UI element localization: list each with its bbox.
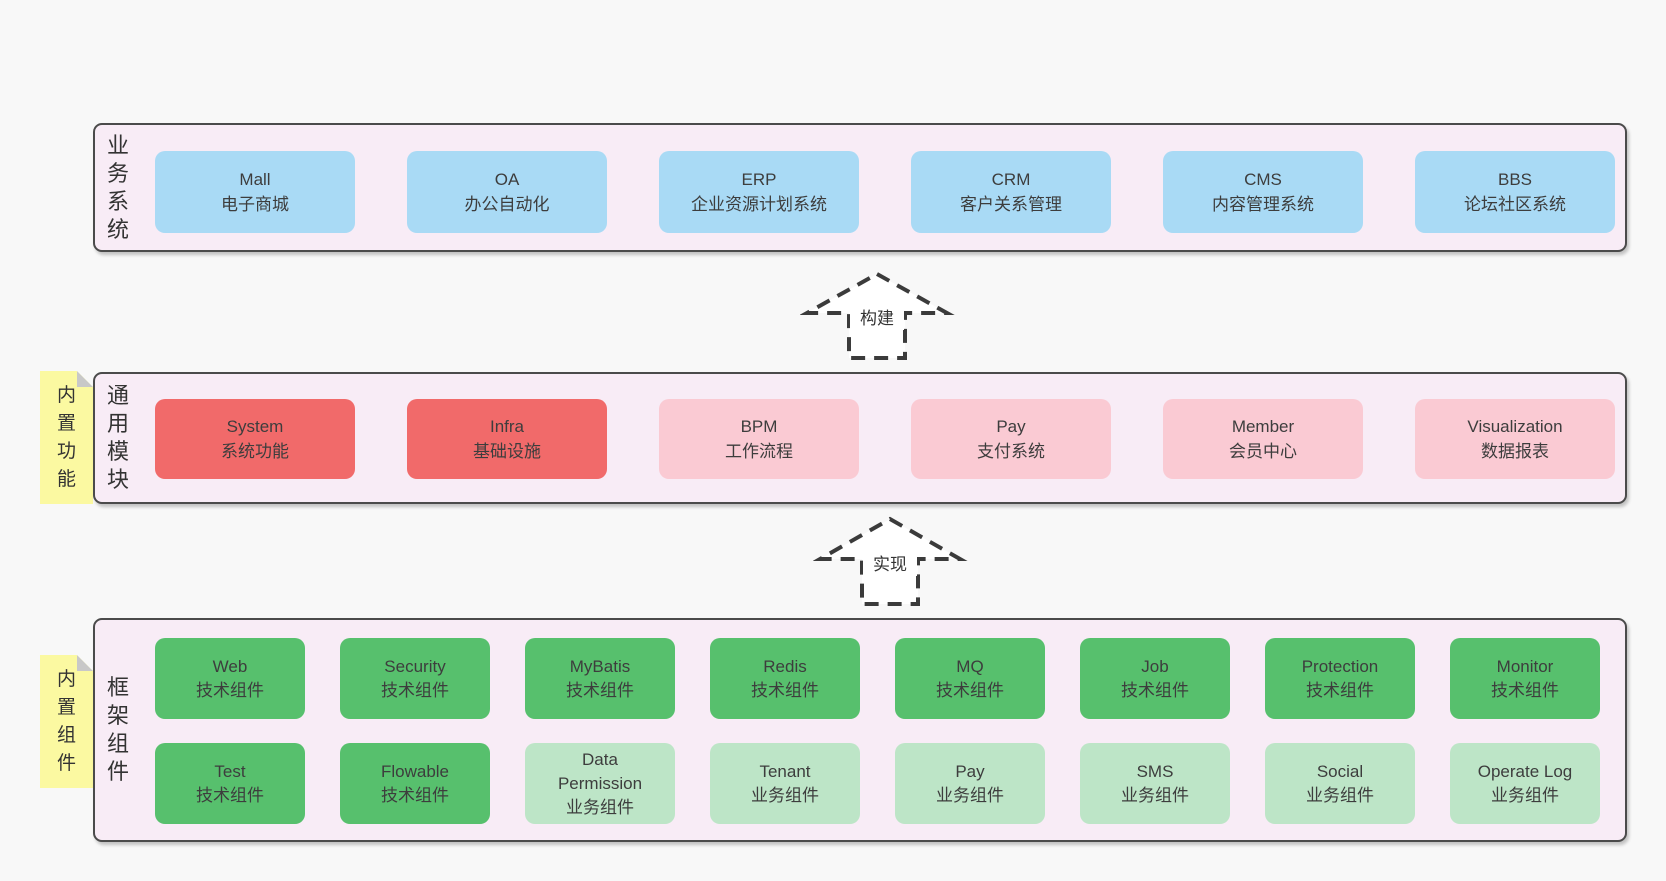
box-crm: CRM 客户关系管理 (911, 151, 1111, 233)
box-pay-module: Pay 支付系统 (911, 399, 1111, 479)
box-bpm-module: BPM 工作流程 (659, 399, 859, 479)
layer-business-systems-label: 业务系统 (106, 132, 129, 242)
box-web: Web 技术组件 (155, 638, 305, 719)
sticky-note-built-in-features-text: 内置功能 (56, 384, 76, 490)
box-redis: Redis 技术组件 (710, 638, 860, 719)
box-bbs: BBS 论坛社区系统 (1415, 151, 1615, 233)
box-infra-module: Infra 基础设施 (407, 399, 607, 479)
box-data-permission: Data Permission 业务组件 (525, 743, 675, 824)
business-systems-row: Mall 电子商城 OA 办公自动化 ERP 企业资源计划系统 CRM 客户关系… (155, 151, 1615, 233)
box-oa: OA 办公自动化 (407, 151, 607, 233)
box-sms: SMS 业务组件 (1080, 743, 1230, 824)
framework-components-row-2: Test 技术组件 Flowable 技术组件 Data Permission … (155, 743, 1600, 824)
box-monitor: Monitor 技术组件 (1450, 638, 1600, 719)
box-job: Job 技术组件 (1080, 638, 1230, 719)
layer-framework-components-label: 框架组件 (106, 675, 129, 784)
box-social: Social 业务组件 (1265, 743, 1415, 824)
folded-corner-icon (77, 655, 93, 671)
box-operate-log: Operate Log 业务组件 (1450, 743, 1600, 824)
layer-framework-components: 框架组件 Web 技术组件 Security 技术组件 MyBatis 技术组件… (93, 618, 1627, 842)
box-flowable: Flowable 技术组件 (340, 743, 490, 824)
layer-common-modules-label: 通用模块 (106, 383, 129, 492)
box-mq: MQ 技术组件 (895, 638, 1045, 719)
arrow-build-label: 构建 (850, 303, 904, 330)
framework-components-row-1: Web 技术组件 Security 技术组件 MyBatis 技术组件 Redi… (155, 638, 1600, 719)
box-security: Security 技术组件 (340, 638, 490, 719)
layer-business-systems: 业务系统 Mall 电子商城 OA 办公自动化 ERP 企业资源计划系统 CRM… (93, 123, 1627, 252)
sticky-note-built-in-components: 内置组件 (40, 655, 93, 788)
common-modules-row: System 系统功能 Infra 基础设施 BPM 工作流程 Pay 支付系统… (155, 399, 1615, 479)
box-mybatis: MyBatis 技术组件 (525, 638, 675, 719)
box-tenant: Tenant 业务组件 (710, 743, 860, 824)
box-cms: CMS 内容管理系统 (1163, 151, 1363, 233)
sticky-note-built-in-components-text: 内置组件 (56, 668, 76, 774)
box-system-module: System 系统功能 (155, 399, 355, 479)
box-visualization-module: Visualization 数据报表 (1415, 399, 1615, 479)
box-mall: Mall 电子商城 (155, 151, 355, 233)
folded-corner-icon (77, 371, 93, 387)
box-member-module: Member 会员中心 (1163, 399, 1363, 479)
arrow-implement-label: 实现 (863, 549, 917, 576)
sticky-note-built-in-features: 内置功能 (40, 371, 93, 504)
layer-common-modules: 通用模块 System 系统功能 Infra 基础设施 BPM 工作流程 Pay… (93, 372, 1627, 504)
box-erp: ERP 企业资源计划系统 (659, 151, 859, 233)
box-pay-biz: Pay 业务组件 (895, 743, 1045, 824)
box-protection: Protection 技术组件 (1265, 638, 1415, 719)
box-test: Test 技术组件 (155, 743, 305, 824)
